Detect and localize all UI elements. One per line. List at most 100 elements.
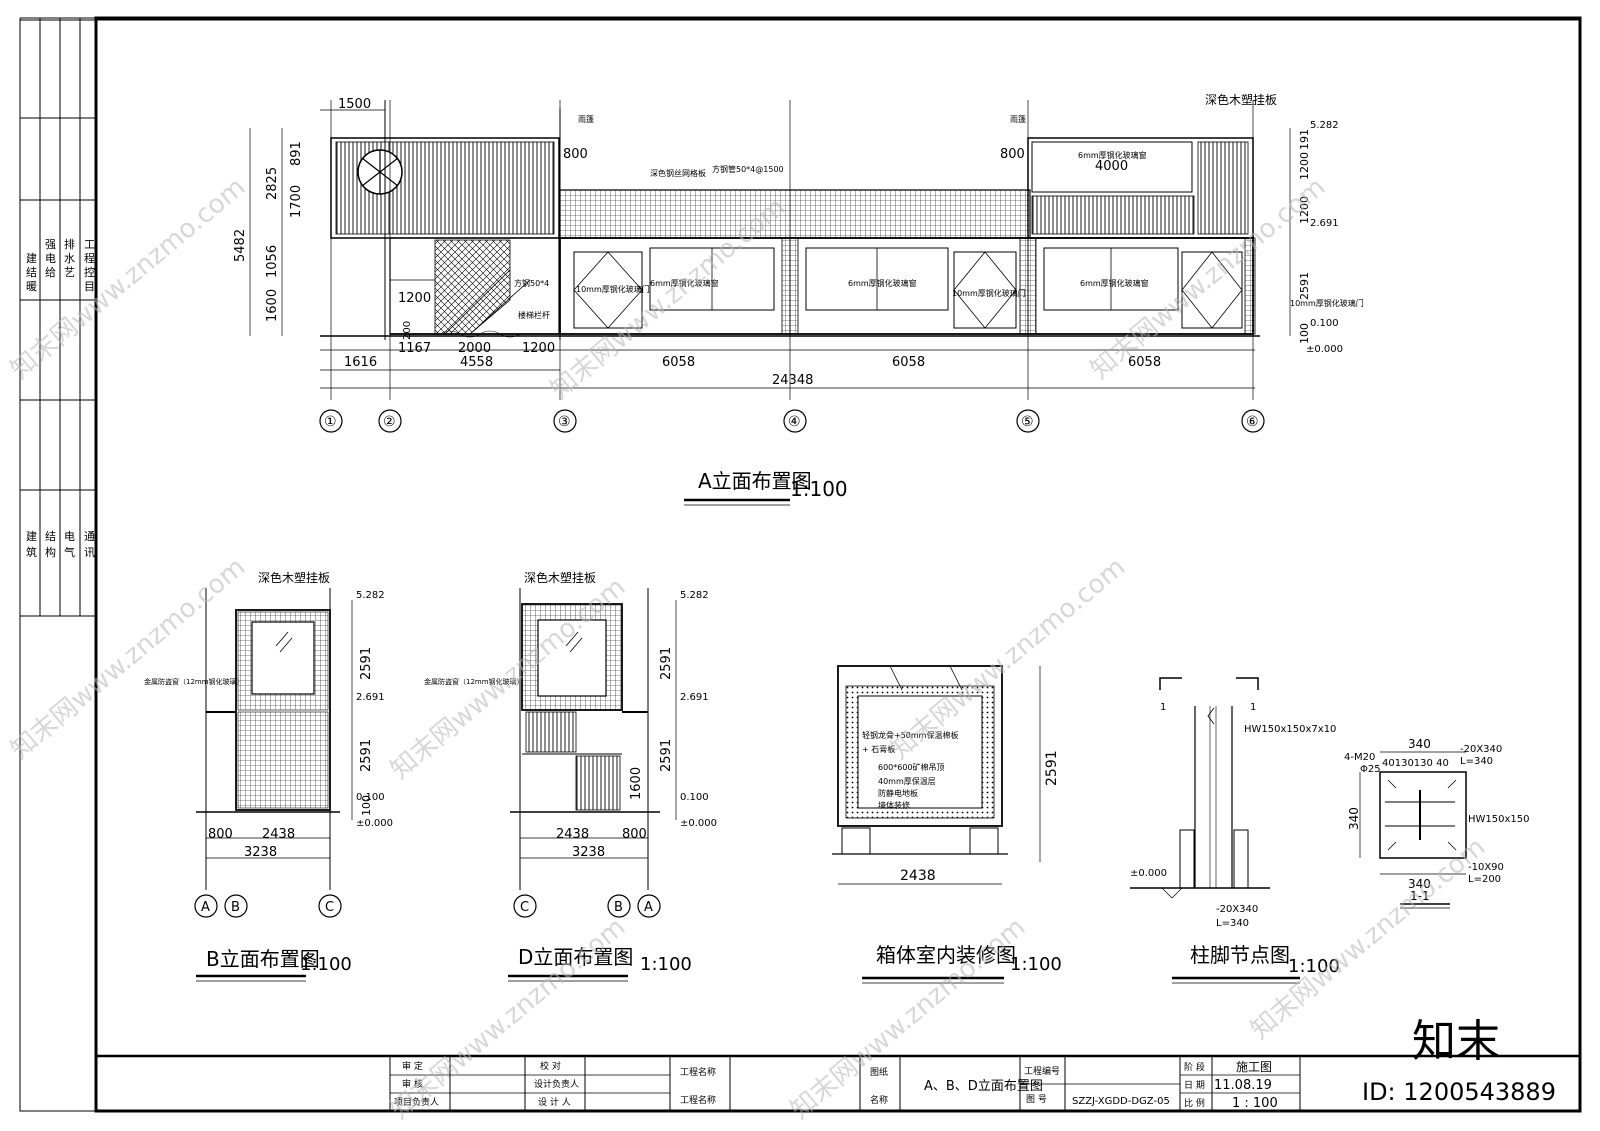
elevation-b-text: 深色木塑挂板 金属防盗窗（12mm钢化玻璃） 800 2438 3238 259… — [144, 570, 393, 975]
a-dim-6058c: 6058 — [1128, 355, 1161, 370]
a-dim-200: 200 — [402, 321, 413, 340]
a-note-win2: 6mm厚钢化玻璃窗 — [848, 278, 917, 288]
sec-plate: -20X340 — [1460, 744, 1502, 755]
tb-lead: 设计负责人 — [534, 1078, 579, 1090]
elevation-d-text: 深色木塑挂板 金属防盗窗（12mm钢化玻璃） 2438 800 3238 259… — [424, 570, 717, 975]
b-scale: 1:100 — [300, 954, 352, 975]
strip-top-11: 控 — [84, 265, 95, 279]
a-note-door3: 10mm厚钢化玻璃门 — [1290, 298, 1364, 308]
tb-date: 日 期 — [1184, 1080, 1205, 1091]
column-text: 1 1 HW150x150x7x10 -20X340 L=340 ±0.000 … — [1130, 702, 1340, 977]
d-dim-1600: 1600 — [629, 767, 644, 800]
tb-drawing-no: SZZJ-XGDD-DGZ-05 — [1072, 1096, 1170, 1107]
a-note-win3: 6mm厚钢化玻璃窗 — [1078, 150, 1147, 160]
sec-dim-left: 340 — [1347, 807, 1361, 830]
b-dim-2591b: 2591 — [359, 739, 374, 772]
b-dim-2591a: 2591 — [359, 647, 374, 680]
tb-drawing-name: A、B、D立面布置图 — [924, 1079, 1043, 1094]
tb-review: 审 核 — [402, 1078, 423, 1090]
a-note-mesh: 深色钢丝网格板 — [650, 168, 706, 178]
tb-approve: 审 定 — [402, 1060, 423, 1072]
tb-date-value: 11.08.19 — [1214, 1078, 1272, 1093]
tb-designer: 设 计 人 — [538, 1096, 571, 1108]
col-note-plate: -20X340 — [1216, 904, 1258, 915]
strip-top-2: 暖 — [26, 280, 37, 293]
d-level-5282: 5.282 — [680, 590, 709, 601]
wm-6: 知末网www.znzmo.com — [885, 552, 1131, 765]
int-note-3: 40mm厚保温层 — [878, 776, 936, 786]
a-note-win1: 6mm厚钢化玻璃窗 — [650, 278, 719, 288]
elevation-a-drawing — [249, 100, 1291, 506]
section-text: 340 -20X340 L=340 4-M20 Φ25 HW150x150 -1… — [1344, 737, 1530, 903]
col-sec-mark-l: 1 — [1160, 702, 1166, 713]
tb-projno: 工程编号 — [1024, 1065, 1060, 1077]
sec-rib: -10X90 — [1468, 862, 1504, 873]
a-axis-6: ⑥ — [1246, 414, 1259, 430]
strip-top-7: 水 — [64, 252, 75, 265]
a-title: A立面布置图 — [698, 469, 812, 493]
tb-scale-value: 1 : 100 — [1232, 1096, 1278, 1111]
a-dim-1600: 1600 — [265, 289, 280, 322]
strip-top-4: 电 — [45, 252, 56, 265]
d-note-wood: 深色木塑挂板 — [524, 570, 596, 585]
title-block — [94, 1054, 1582, 1113]
strip-bot-3: 构 — [45, 545, 56, 559]
a-level-2691: 2.691 — [1310, 218, 1339, 229]
a-dim-100: 100 — [1298, 323, 1311, 344]
wm-logo: 知末 — [1412, 1016, 1500, 1067]
a-note-steel: 方钢50*4 — [514, 278, 549, 288]
int-note-0: 轻钢龙骨+50mm保温棉板 — [862, 730, 958, 740]
a-note-canopy2: 雨篷 — [1010, 114, 1026, 124]
strip-bot-0: 建 — [26, 529, 37, 543]
b-dim-800: 800 — [208, 827, 233, 842]
a-axis-3: ③ — [558, 414, 571, 430]
tb-stage-value: 施工图 — [1236, 1060, 1272, 1074]
strip-bot-5: 气 — [64, 545, 75, 559]
d-axis-a: A — [644, 900, 653, 915]
sec-dim-top: 340 — [1408, 737, 1431, 751]
sec-title: 1-1 — [1410, 889, 1430, 903]
sec-l200: L=200 — [1468, 874, 1501, 885]
a-note-rail: 楼梯栏杆 — [518, 310, 550, 320]
a-level-5282: 5.282 — [1310, 120, 1339, 131]
b-level-2691: 2.691 — [356, 692, 385, 703]
a-note-door1: 10mm厚钢化玻璃门 — [576, 284, 650, 294]
d-dim-800: 800 — [622, 827, 647, 842]
d-axis-c: C — [520, 900, 529, 915]
a-dim-5482: 5482 — [233, 229, 248, 262]
int-note-1: + 石膏板 — [862, 744, 895, 754]
a-dim-total: 24348 — [772, 373, 813, 388]
b-dim-2438: 2438 — [262, 827, 295, 842]
sec-l340: L=340 — [1460, 756, 1493, 767]
b-axis-b: B — [231, 900, 240, 915]
a-dim-6058b: 6058 — [892, 355, 925, 370]
b-level-5282: 5.282 — [356, 590, 385, 601]
sec-hw: HW150x150 — [1468, 814, 1530, 825]
a-dim-1200-inner: 1200 — [398, 291, 431, 306]
a-dim-2000: 2000 — [458, 341, 491, 356]
col-note-l: L=340 — [1216, 918, 1249, 929]
b-level-0100: 0.100 — [356, 792, 385, 803]
b-title: B立面布置图 — [206, 947, 320, 971]
b-axis-c: C — [325, 900, 334, 915]
a-level-0100: 0.100 — [1310, 318, 1339, 329]
strip-top-5: 给 — [45, 266, 56, 279]
int-note-4: 防静电地板 — [878, 788, 918, 798]
column-drawing — [1130, 677, 1300, 984]
a-dim-1700: 1700 — [289, 185, 304, 218]
col-note-level: ±0.000 — [1130, 868, 1167, 879]
b-level-000: ±0.000 — [356, 818, 393, 829]
a-dim-1056: 1056 — [265, 245, 280, 278]
a-axis-5: ⑤ — [1021, 414, 1034, 430]
b-note-wood: 深色木塑挂板 — [258, 570, 330, 585]
wm-id: ID: 1200543889 — [1362, 1078, 1556, 1106]
tb-dwg2: 名称 — [870, 1094, 888, 1106]
strip-top-10: 程 — [84, 252, 95, 265]
d-title: D立面布置图 — [518, 945, 633, 969]
col-note-hw: HW150x150x7x10 — [1244, 724, 1336, 735]
elevation-d-drawing — [508, 588, 677, 982]
tb-stage: 阶 段 — [1184, 1061, 1205, 1073]
a-note-door2: 10mm厚钢化玻璃门 — [952, 288, 1026, 298]
a-note-wood: 深色木塑挂板 — [1205, 92, 1277, 107]
